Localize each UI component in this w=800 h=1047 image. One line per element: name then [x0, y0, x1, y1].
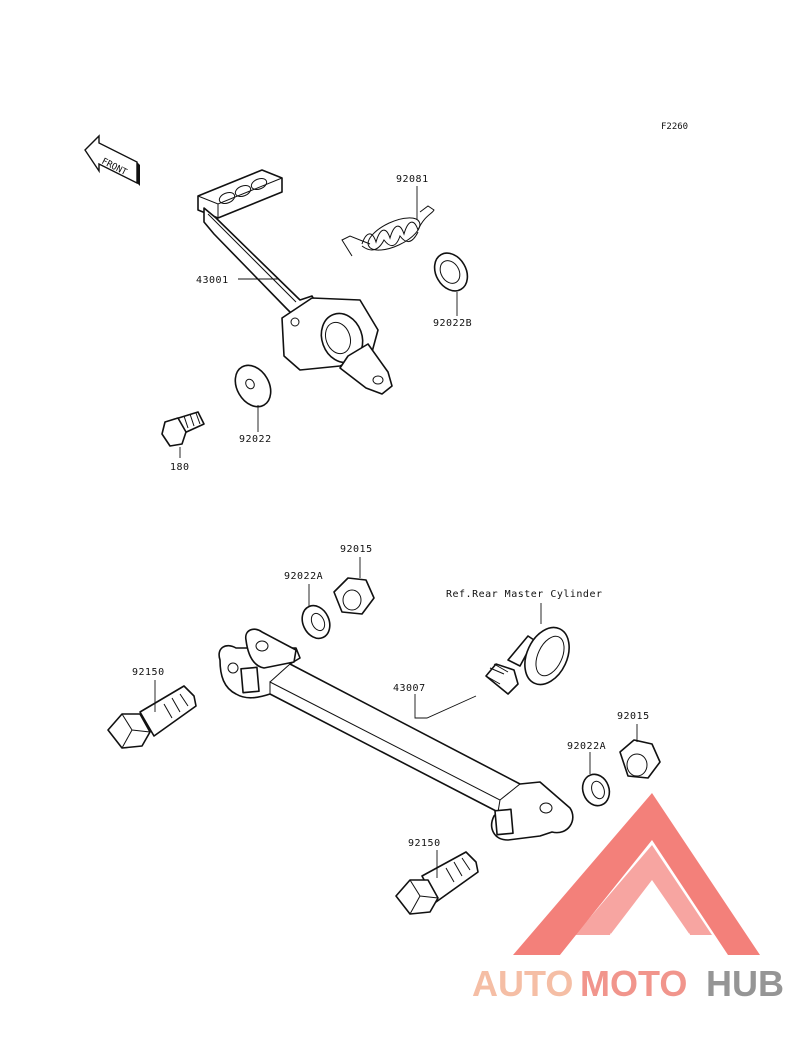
label-92081: 92081 [396, 174, 429, 185]
label-92022a-top: 92022A [284, 571, 323, 582]
label-43007: 43007 [393, 683, 426, 694]
watermark-logo-icon [513, 793, 760, 955]
nut-92015-right [619, 739, 661, 779]
washer-92022a-right [581, 773, 611, 807]
bolt-92150-top [107, 685, 197, 749]
label-92015-top: 92015 [340, 544, 373, 555]
brake-rod [218, 628, 574, 841]
washer-92022 [234, 364, 272, 408]
svg-text:HUB: HUB [706, 963, 784, 1004]
washer-92022b [433, 252, 469, 292]
watermark-text: AUTO MOTO HUB [472, 963, 784, 1004]
label-92150-bottom: 92150 [408, 838, 441, 849]
label-92022b: 92022B [433, 318, 472, 329]
label-43001: 43001 [196, 275, 229, 286]
brake-pedal [197, 169, 393, 395]
front-arrow-icon: FRONT [84, 134, 140, 186]
label-92015-right: 92015 [617, 711, 650, 722]
bolt-92150-bottom [395, 851, 479, 915]
bolt-180 [161, 411, 205, 447]
nut-92015-top [333, 577, 375, 615]
svg-text:AUTO: AUTO [472, 963, 573, 1004]
svg-text:MOTO: MOTO [580, 963, 687, 1004]
label-92150-top: 92150 [132, 667, 165, 678]
label-180: 180 [170, 462, 190, 473]
return-spring [341, 205, 435, 257]
diagram-code: F2260 [661, 122, 688, 132]
label-92022a-right: 92022A [567, 741, 606, 752]
label-ref-master-cylinder: Ref.Rear Master Cylinder [446, 589, 603, 600]
leader-43007 [414, 694, 477, 719]
master-cylinder-clevis [485, 626, 570, 695]
washer-92022a-top [301, 604, 331, 640]
label-92022: 92022 [239, 434, 272, 445]
